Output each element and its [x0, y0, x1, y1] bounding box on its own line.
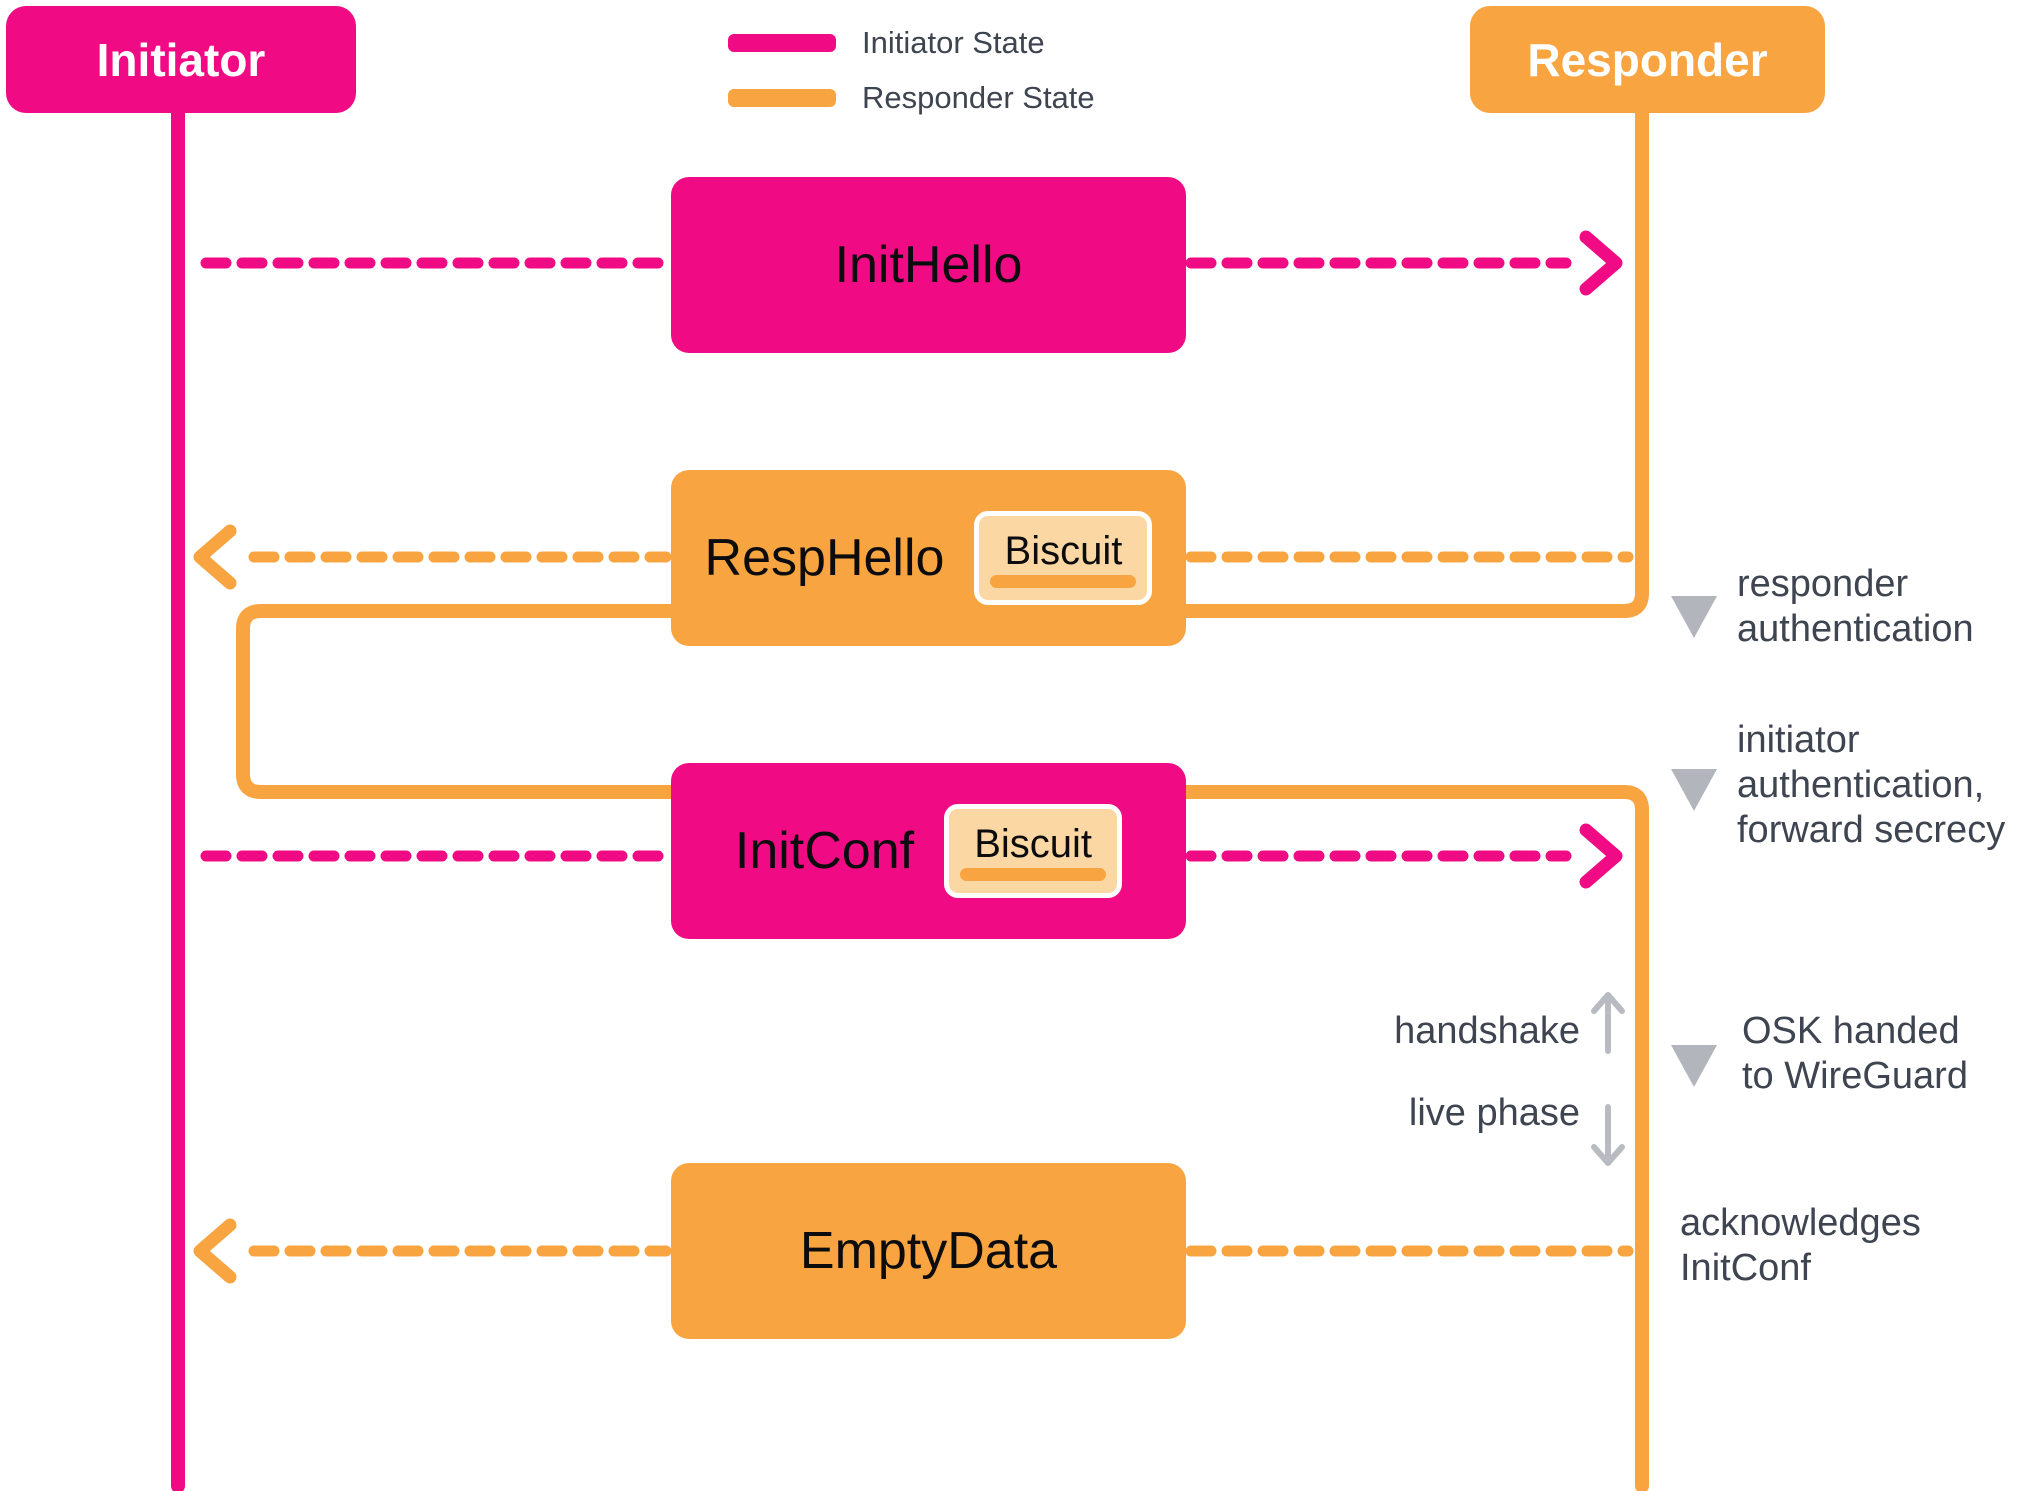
message-label-inithello: InitHello	[834, 236, 1023, 294]
message-box-inithello: InitHello	[671, 177, 1186, 353]
resphello-arrowhead-left-icon	[193, 524, 237, 590]
responder-state-line	[236, 103, 1649, 1491]
legend-row-initiator-state: Initiator State	[728, 25, 1045, 61]
annotation-responder-authentication: responder authentication	[1737, 562, 1974, 652]
actor-box-initiator: Initiator	[6, 6, 356, 113]
legend-swatch-responder-state	[728, 89, 836, 107]
actor-label-initiator: Initiator	[96, 33, 266, 86]
actor-label-responder: Responder	[1527, 33, 1768, 86]
message-label-initconf: InitConf	[734, 822, 915, 880]
inithello-arrowhead-right-icon	[1579, 230, 1623, 296]
biscuit-badge-initconf: Biscuit	[944, 804, 1123, 898]
annotation-line: authentication	[1737, 608, 1974, 650]
message-box-emptydata: EmptyData	[671, 1163, 1186, 1339]
annotation-osk-handed-to-wireguard: OSK handed to WireGuard	[1742, 1009, 1968, 1099]
biscuit-underline-bar	[990, 574, 1137, 588]
phase-label-handshake: handshake	[1394, 1010, 1580, 1052]
actor-box-responder: Responder	[1470, 6, 1825, 113]
annotation-initiator-authentication: initiator authentication, forward secrec…	[1737, 718, 2005, 853]
annotation-line: to WireGuard	[1742, 1055, 1968, 1097]
triangle-down-icon-initiator-auth	[1671, 769, 1717, 811]
annotation-line: initiator	[1737, 719, 1860, 761]
initconf-arrowhead-right-icon	[1579, 823, 1623, 889]
triangle-down-icon-responder-auth	[1671, 596, 1717, 638]
legend-label-responder-state: Responder State	[862, 80, 1095, 115]
annotation-line: acknowledges	[1680, 1202, 1921, 1244]
annotation-line: responder	[1737, 563, 1909, 605]
up-arrow-icon-head	[1591, 992, 1625, 1014]
biscuit-badge-resphello: Biscuit	[974, 511, 1153, 605]
biscuit-label-initconf: Biscuit	[974, 821, 1093, 866]
message-box-resphello: RespHello Biscuit	[671, 470, 1186, 646]
legend-row-responder-state: Responder State	[728, 80, 1095, 116]
biscuit-underline-bar	[960, 867, 1107, 881]
triangle-down-icon-osk	[1671, 1045, 1717, 1087]
message-label-emptydata: EmptyData	[799, 1222, 1058, 1280]
biscuit-label-resphello: Biscuit	[1004, 528, 1123, 573]
legend-swatch-initiator-state	[728, 34, 836, 52]
emptydata-arrowhead-left-icon	[193, 1218, 237, 1284]
down-arrow-icon-head	[1591, 1144, 1625, 1166]
message-label-resphello: RespHello	[704, 529, 945, 587]
annotation-line: authentication,	[1737, 764, 1985, 806]
phase-label-live-phase: live phase	[1408, 1092, 1580, 1134]
message-box-initconf: InitConf Biscuit	[671, 763, 1186, 939]
annotation-line: InitConf	[1680, 1247, 1811, 1289]
legend-label-initiator-state: Initiator State	[862, 25, 1045, 60]
annotation-line: forward secrecy	[1737, 809, 2006, 851]
annotation-line: OSK handed	[1742, 1010, 1960, 1052]
annotation-acknowledges-initconf: acknowledges InitConf	[1680, 1201, 1921, 1291]
